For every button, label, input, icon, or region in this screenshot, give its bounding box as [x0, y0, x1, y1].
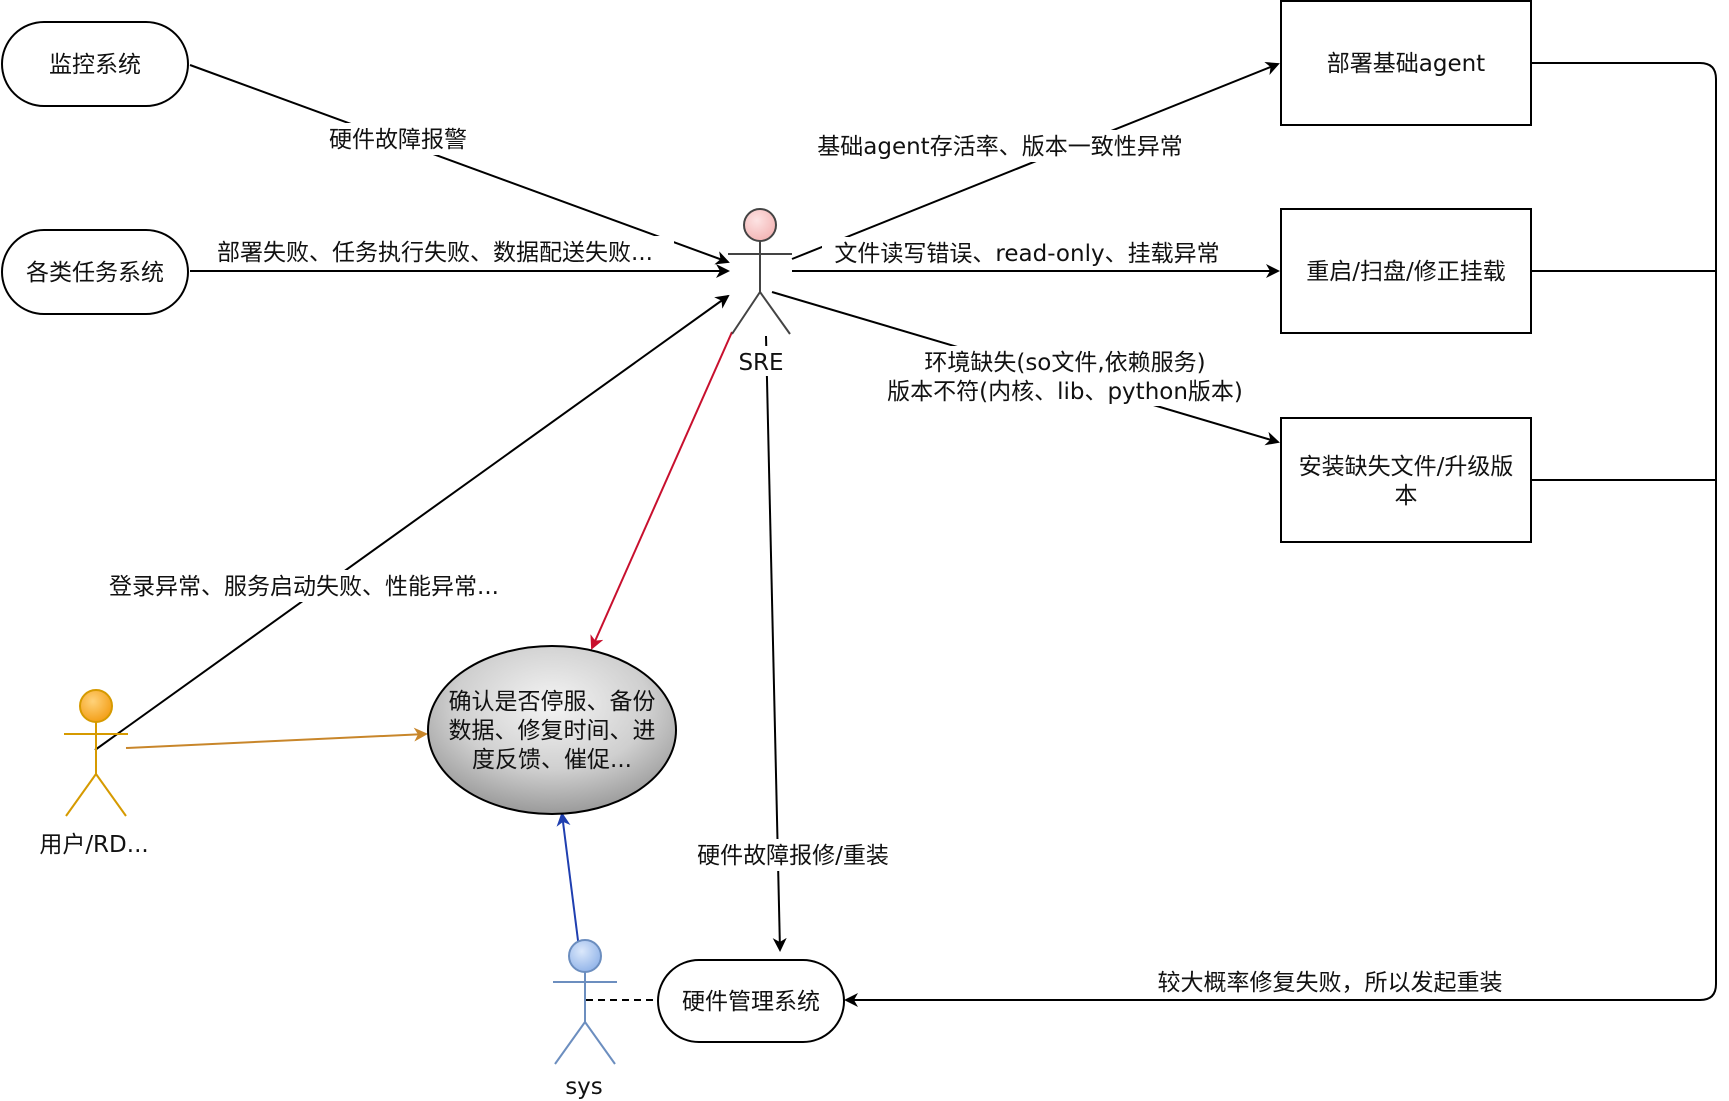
node-deploy-agent[interactable]: 部署基础agent: [1280, 0, 1532, 126]
actor-sre[interactable]: SRE: [728, 208, 794, 376]
svg-text:度反馈、催促...: 度反馈、催促...: [472, 747, 632, 773]
svg-text:硬件故障报警: 硬件故障报警: [329, 127, 467, 153]
svg-text:各类任务系统: 各类任务系统: [26, 260, 164, 286]
svg-text:数据、修复时间、进: 数据、修复时间、进: [449, 718, 656, 744]
svg-text:部署基础agent: 部署基础agent: [1327, 51, 1485, 77]
edge-label-reinstall: 较大概率修复失败，所以发起重装: [1140, 966, 1520, 998]
svg-text:硬件管理系统: 硬件管理系统: [682, 989, 820, 1015]
svg-text:安装缺失文件/升级版: 安装缺失文件/升级版: [1299, 454, 1514, 480]
node-hardware-management[interactable]: 硬件管理系统: [657, 959, 845, 1043]
svg-text:版本不符(内核、lib、python版本): 版本不符(内核、lib、python版本): [887, 379, 1243, 405]
actor-user-icon: [64, 689, 128, 817]
actor-sys-label: sys: [565, 1074, 603, 1100]
svg-text:文件读写错误、read-only、挂载异常: 文件读写错误、read-only、挂载异常: [834, 241, 1219, 267]
svg-text:基础agent存活率、版本一致性异常: 基础agent存活率、版本一致性异常: [817, 134, 1182, 160]
node-confirm-ellipse[interactable]: 确认是否停服、备份 数据、修复时间、进 度反馈、催促...: [427, 645, 677, 815]
actor-sys-icon: [553, 939, 617, 1065]
edge-sre-to-confirm: [590, 331, 733, 650]
actor-sre-icon: [728, 208, 792, 335]
node-install-upgrade[interactable]: 安装缺失文件/升级版 本: [1280, 417, 1532, 543]
edge-user-to-confirm: [125, 727, 428, 749]
edge-label-file-error: 文件读写错误、read-only、挂载异常: [822, 237, 1232, 269]
actor-user-rd[interactable]: 用户/RD...: [39, 689, 149, 858]
svg-text:确认是否停服、备份: 确认是否停服、备份: [449, 689, 656, 715]
svg-text:监控系统: 监控系统: [49, 52, 141, 78]
edge-monitor-to-sre: [189, 64, 730, 265]
svg-text:本: 本: [1395, 483, 1418, 509]
node-restart-scan[interactable]: 重启/扫盘/修正挂载: [1280, 208, 1532, 334]
edge-label-hw-alarm: 硬件故障报警: [318, 123, 478, 155]
actor-sys[interactable]: sys: [553, 939, 617, 1100]
node-task-systems[interactable]: 各类任务系统: [1, 229, 189, 315]
edge-label-hw-repair: 硬件故障报修/重装: [686, 839, 900, 871]
svg-text:登录异常、服务启动失败、性能异常...: 登录异常、服务启动失败、性能异常...: [109, 574, 499, 600]
node-monitor-system[interactable]: 监控系统: [1, 21, 189, 107]
svg-text:较大概率修复失败，所以发起重装: 较大概率修复失败，所以发起重装: [1158, 970, 1503, 996]
actor-sre-label: SRE: [738, 350, 783, 376]
edge-user-to-sre: [94, 294, 730, 751]
edge-label-task-fail: 部署失败、任务执行失败、数据配送失败...: [196, 236, 674, 268]
svg-text:部署失败、任务执行失败、数据配送失败...: 部署失败、任务执行失败、数据配送失败...: [217, 240, 653, 266]
edge-label-login-issue: 登录异常、服务启动失败、性能异常...: [90, 570, 518, 602]
edge-reinstall-collector: [844, 62, 1717, 1007]
actor-user-label: 用户/RD...: [39, 832, 148, 858]
svg-text:硬件故障报修/重装: 硬件故障报修/重装: [697, 843, 889, 869]
svg-text:环境缺失(so文件,依赖服务): 环境缺失(so文件,依赖服务): [924, 350, 1205, 376]
svg-text:重启/扫盘/修正挂载: 重启/扫盘/修正挂载: [1306, 259, 1506, 285]
edge-label-agent-anomaly: 基础agent存活率、版本一致性异常: [800, 130, 1200, 162]
edge-label-env-missing: 环境缺失(so文件,依赖服务) 版本不符(内核、lib、python版本): [880, 346, 1250, 406]
